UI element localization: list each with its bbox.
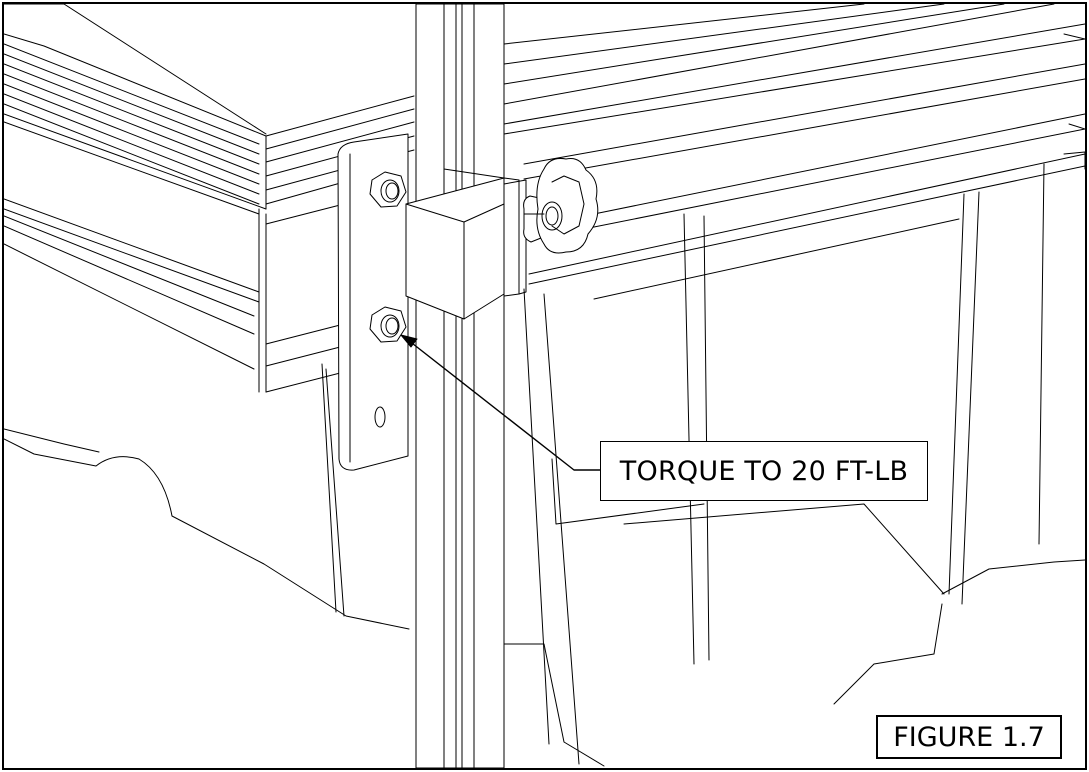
vertical-post [415, 4, 505, 768]
leader-arrow [400, 334, 601, 471]
bracket-plate [337, 133, 409, 471]
hex-nut-icon [369, 306, 407, 343]
star-knob-icon [523, 158, 599, 254]
post-clamp [405, 168, 527, 320]
storage-bin [4, 163, 1085, 767]
assembly-line-drawing [4, 4, 1085, 768]
figure-label-text: FIGURE 1.7 [893, 721, 1045, 753]
torque-callout-text: TORQUE TO 20 FT-LB [619, 455, 909, 487]
top-rail-right [423, 4, 1085, 285]
torque-callout: TORQUE TO 20 FT-LB [600, 441, 928, 501]
hex-nut-icon [369, 171, 407, 208]
figure-label: FIGURE 1.7 [876, 715, 1062, 759]
